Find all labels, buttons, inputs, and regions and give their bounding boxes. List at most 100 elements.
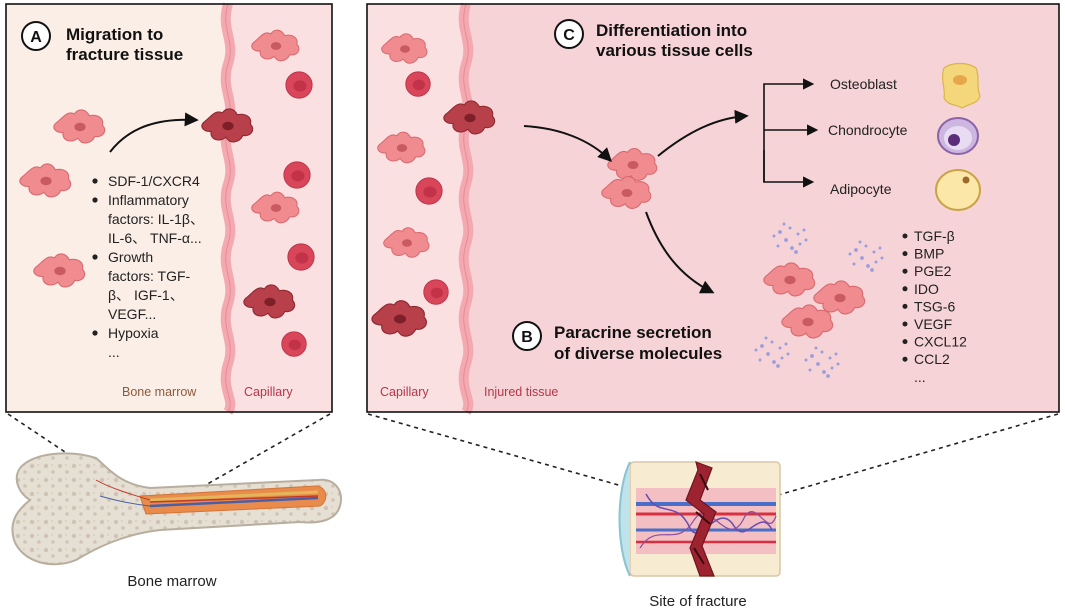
secretion-arrow [645,211,715,294]
factor-item-line: SDF-1/CXCR4 [108,173,200,189]
infiltration-arrow [523,125,612,162]
secreted-molecule-dot [880,256,884,260]
factor-item-line: Hypoxia [108,325,159,341]
factor-item-line: factors: TGF- [108,268,191,284]
badge-c-letter: C [563,27,575,44]
secreted-molecule-dot [782,222,786,226]
capillary-region [367,4,466,412]
panel-a-title-line1: Migration to [66,25,163,44]
factor-ellipsis: ... [108,344,120,360]
secreted-molecules [754,222,884,378]
osteoblast-icon [941,62,981,109]
secreted-molecule-dot [822,370,826,374]
panel-a-border [5,3,333,413]
secreted-molecule-dot [754,348,758,352]
secreted-molecule-dot [872,250,876,254]
molecule-item: VEGF [914,316,952,332]
secreted-molecule-dot [852,262,856,266]
secreted-molecule-dot [788,226,792,230]
region-label-injured-tissue: Injured tissue [484,385,558,399]
red-blood-cell [423,279,449,305]
panel-c-title-line1: Differentiation into [596,21,747,40]
secreted-molecule-dot [816,362,820,366]
bone-marrow-region [6,4,228,412]
panel-b-title-line2: of diverse molecules [554,344,722,363]
secreted-molecule-dot [760,344,764,348]
secreted-molecule-dot [808,368,812,372]
molecule-item: PGE2 [914,263,952,279]
badge-b [512,321,542,351]
secreted-molecule-dot [826,374,830,378]
secreted-molecule-dot [804,238,808,242]
badge-b-letter: B [521,329,533,346]
region-label-capillary: Capillary [244,385,293,399]
secreted-molecule-dot [858,240,862,244]
secreted-molecule-dot [866,264,870,268]
secreted-molecule-dot [836,362,840,366]
red-blood-cell [285,71,313,99]
secreted-molecule-dot [830,366,834,370]
secreted-molecule-dot [870,268,874,272]
secreted-molecule-dot [804,358,808,362]
branch-arrow-osteoblast [763,78,815,182]
panel-a-title-line2: fracture tissue [66,45,183,64]
cell-type-osteoblast: Osteoblast [830,76,897,92]
molecule-bullet [902,233,908,239]
secreted-molecule-dot [772,360,776,364]
factor-item-line: factors: IL-1β、 [108,211,204,227]
red-blood-cell [283,161,311,189]
caption-bone-marrow: Bone marrow [127,573,216,590]
factor-bullet [92,330,98,336]
molecule-bullet [902,339,908,345]
secreted-molecule-dot [778,230,782,234]
red-blood-cell [405,71,431,97]
differentiation-arrow [657,109,749,157]
secreted-molecule-dot [776,244,780,248]
molecule-item: IDO [914,281,939,297]
molecule-item: TSG-6 [914,298,955,314]
factor-item-line: IL-6、 TNF-α... [108,230,202,246]
factor-bullet [92,197,98,203]
factor-item-line: β、 IGF-1、 [108,287,184,303]
secreted-molecule-dot [778,346,782,350]
secreted-molecule-dot [854,248,858,252]
secreted-molecule-dot [770,340,774,344]
caption-site-of-fracture: Site of fracture [649,593,747,610]
factor-item-line: VEGF... [108,306,156,322]
badge-a [21,21,51,51]
molecule-item: CXCL12 [914,334,967,350]
panel-c-title-line2: various tissue cells [596,41,753,60]
molecule-item: ... [914,369,926,385]
secreted-molecule-dot [764,336,768,340]
molecule-bullet [902,303,908,309]
secreted-molecule-dot [784,238,788,242]
secreted-molecule-dot [802,228,806,232]
region-label-capillary: Capillary [380,385,429,399]
molecule-bullet [902,356,908,362]
secreted-molecule-dot [878,246,882,250]
red-blood-cell [281,331,307,357]
factor-bullet [92,178,98,184]
factor-item-line: Growth [108,249,153,265]
chondrocyte-icon [937,117,979,155]
secreted-molecule-dot [814,346,818,350]
panel-bc: C Differentiation into various tissue ce… [366,2,1060,415]
secreted-molecule-dot [798,242,802,246]
red-blood-cell [287,243,315,271]
molecule-list: TGF-βBMPPGE2IDOTSG-6VEGFCXCL12CCL2... [902,228,967,385]
region-label-bone-marrow: Bone marrow [122,385,197,399]
badge-c [554,19,584,49]
cell-type-adipocyte: Adipocyte [830,181,892,197]
branch-arrow-adipocyte [763,150,815,188]
molecule-item: CCL2 [914,351,950,367]
molecule-bullet [902,251,908,257]
panel-bc-border [366,3,1060,413]
migration-arrow [109,112,199,153]
secreted-molecule-dot [776,364,780,368]
red-blood-cell [415,177,443,205]
secreted-molecule-dot [820,350,824,354]
molecule-item: TGF-β [914,228,955,244]
secreted-molecule-dot [864,244,868,248]
secreted-molecule-dot [772,234,776,238]
